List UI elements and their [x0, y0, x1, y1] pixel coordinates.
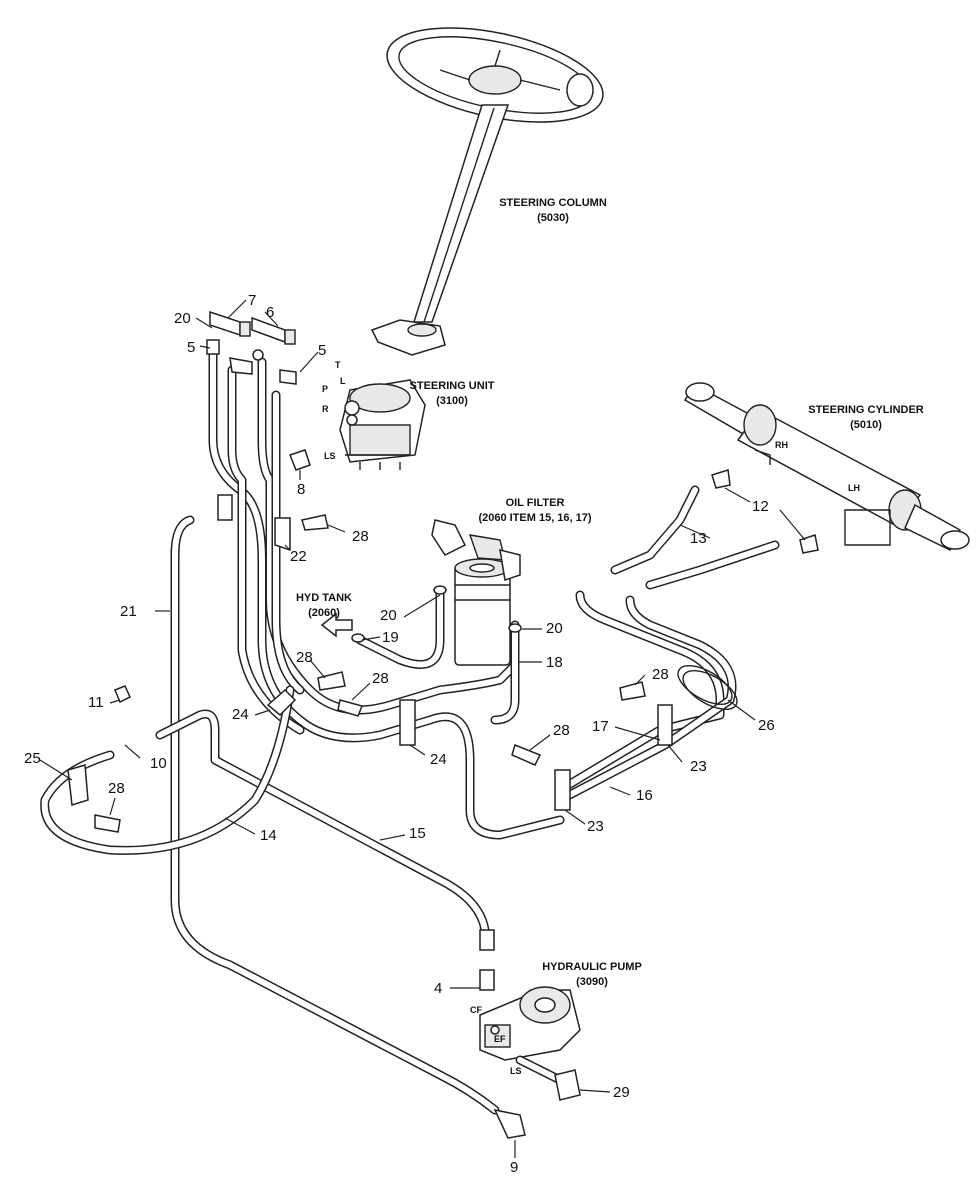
bolt-28f — [94, 814, 121, 833]
hyd-tank-arrow-icon — [320, 612, 353, 638]
callout-4: 4 — [434, 980, 442, 997]
clamp-23a — [657, 704, 673, 746]
callout-24: 24 — [232, 706, 249, 723]
callout-28: 28 — [372, 670, 389, 687]
clamp-24a — [266, 688, 297, 717]
callout-24: 24 — [430, 751, 447, 768]
callout-7: 7 — [248, 292, 256, 309]
fitting-8 — [289, 449, 311, 471]
elbow-29 — [554, 1069, 581, 1101]
steering-unit — [339, 379, 426, 470]
callout-25: 25 — [24, 750, 41, 767]
hyd-tank-ref: (2060) — [308, 607, 340, 619]
callout-19: 19 — [382, 629, 399, 646]
callout-20: 20 — [174, 310, 191, 327]
steering-cylinder-name: STEERING CYLINDER — [808, 404, 924, 416]
port-ef: EF — [494, 1034, 506, 1044]
callout-8: 8 — [297, 481, 305, 498]
callout-5: 5 — [318, 342, 326, 359]
callout-28: 28 — [652, 666, 669, 683]
callout-18: 18 — [546, 654, 563, 671]
callout-6: 6 — [266, 304, 274, 321]
port-p: P — [322, 384, 328, 394]
port-cf: CF — [470, 1005, 482, 1015]
callout-9: 9 — [510, 1159, 518, 1176]
hyd-tank-name: HYD TANK — [296, 592, 352, 604]
clamp-upper — [217, 494, 233, 521]
callout-13: 13 — [690, 530, 707, 547]
callout-28: 28 — [352, 528, 369, 545]
callout-20: 20 — [546, 620, 563, 637]
hydraulic-pump — [479, 986, 581, 1061]
callout-22: 22 — [290, 548, 307, 565]
port-l: L — [340, 376, 346, 386]
hose-lines — [40, 350, 780, 1115]
callout-28: 28 — [108, 780, 125, 797]
oring-20c — [508, 623, 522, 633]
fitting-12a — [711, 469, 731, 489]
oil-filter — [431, 519, 521, 666]
oil-filter-name: OIL FILTER — [506, 497, 565, 509]
hydraulic-pump-name: HYDRAULIC PUMP — [542, 961, 642, 973]
steering-unit-name: STEERING UNIT — [410, 380, 495, 392]
fitting-11 — [114, 685, 131, 704]
bolt-28b — [317, 671, 346, 691]
oil-filter-ref: (2060 ITEM 15, 16, 17) — [478, 512, 591, 524]
callout-14: 14 — [260, 827, 277, 844]
port-ls-pump: LS — [510, 1066, 522, 1076]
bolt-28e — [511, 743, 542, 766]
clamp-25 — [67, 764, 89, 806]
bolt-28a — [301, 514, 329, 531]
clamp-24b — [399, 699, 416, 746]
fitting-4a — [479, 929, 495, 951]
port-r: R — [322, 404, 329, 414]
callout-29: 29 — [613, 1084, 630, 1101]
callout-12: 12 — [752, 498, 769, 515]
callout-20: 20 — [380, 607, 397, 624]
steering-unit-ref: (3100) — [436, 395, 468, 407]
oring-20b — [351, 633, 365, 643]
port-t: T — [335, 360, 341, 370]
callout-10: 10 — [150, 755, 167, 772]
hydraulic-pump-ref: (3090) — [576, 976, 608, 988]
steering-column-ref: (5030) — [537, 212, 569, 224]
leader-lines — [39, 299, 806, 1158]
oring-20a — [433, 585, 447, 595]
elbow-9 — [493, 1108, 526, 1139]
steering-cylinder — [683, 382, 970, 552]
top-fittings — [206, 310, 297, 385]
callout-28: 28 — [296, 649, 313, 666]
callout-23: 23 — [690, 758, 707, 775]
bolt-28c — [337, 699, 364, 717]
port-lh: LH — [848, 483, 860, 493]
callout-21: 21 — [120, 603, 137, 620]
bolt-28d — [619, 681, 646, 701]
steering-cylinder-ref: (5010) — [850, 419, 882, 431]
steering-column — [370, 27, 604, 356]
port-rh: RH — [775, 440, 788, 450]
clamp-23b — [554, 769, 571, 811]
port-ls-unit: LS — [324, 451, 336, 461]
callout-17: 17 — [592, 718, 609, 735]
callout-15: 15 — [409, 825, 426, 842]
clamp-22 — [274, 517, 291, 552]
callout-16: 16 — [636, 787, 653, 804]
fitting-4b — [479, 969, 495, 991]
steering-column-name: STEERING COLUMN — [499, 197, 607, 209]
callout-28: 28 — [553, 722, 570, 739]
callout-11: 11 — [88, 694, 104, 711]
callout-26: 26 — [758, 717, 775, 734]
callout-23: 23 — [587, 818, 604, 835]
callout-5: 5 — [187, 339, 195, 356]
